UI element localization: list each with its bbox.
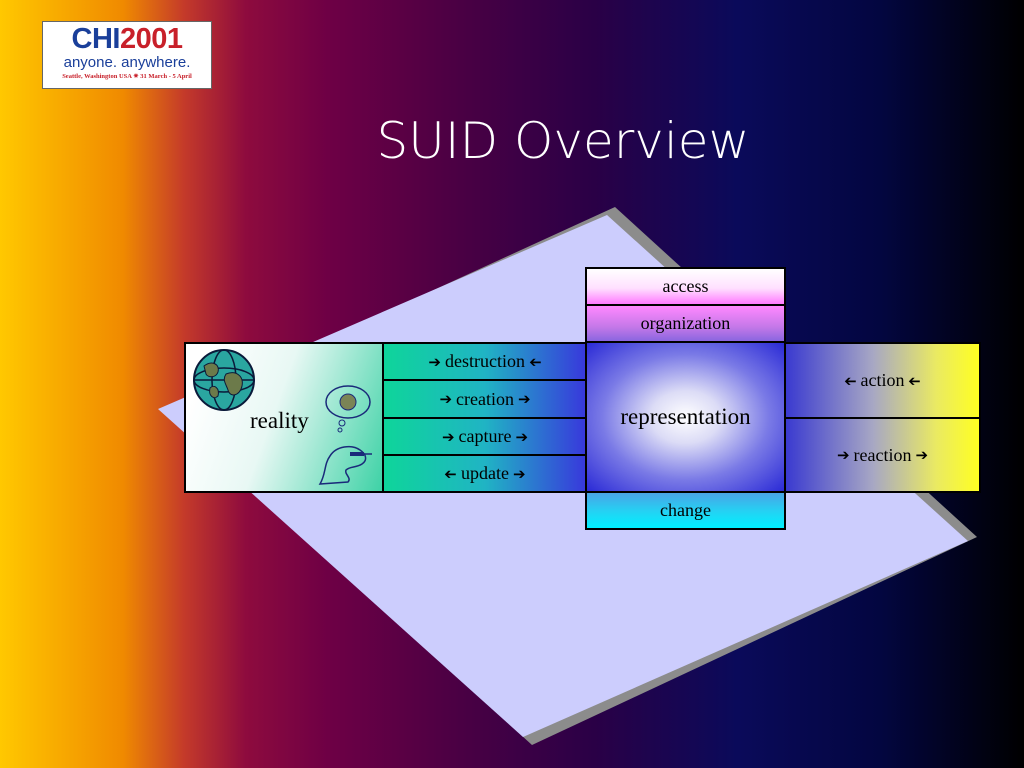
arrow-left-icon: ➔ <box>843 371 857 390</box>
organization-label: organization <box>640 313 731 333</box>
arrow-left-icon: ➔ <box>528 352 542 371</box>
reality-box: reality <box>184 342 384 493</box>
logo-wordmark: CHI2001 <box>43 24 211 54</box>
arrow-right-icon: ➔ <box>836 446 850 464</box>
destruction-label: destruction <box>445 351 525 371</box>
creation-label: creation <box>456 388 514 409</box>
slide-title: SUID Overview <box>376 112 750 170</box>
destruction-box: ➔ destruction ➔ <box>382 342 588 381</box>
representation-label: representation <box>620 404 751 429</box>
change-label: change <box>660 500 711 520</box>
creation-box: ➔ creation ➔ <box>382 379 588 419</box>
arrow-right-icon: ➔ <box>439 390 453 408</box>
logo-place: Seattle, Washington USA ✷ 31 March - 5 A… <box>62 73 192 80</box>
arrow-left-icon: ➔ <box>908 371 922 390</box>
update-box: ➔ update ➔ <box>382 454 588 493</box>
arrow-right-icon: ➔ <box>515 427 529 446</box>
reaction-box: ➔ reaction ➔ <box>784 417 981 493</box>
chi2001-logo: CHI2001 anyone. anywhere. Seattle, Washi… <box>42 21 212 89</box>
arrow-left-icon: ➔ <box>444 464 457 483</box>
logo-tagline: anyone. anywhere. <box>63 54 191 71</box>
reality-label: reality <box>250 408 309 433</box>
action-label: action <box>860 370 905 390</box>
arrow-right-icon: ➔ <box>512 464 526 483</box>
thinking-person-icon <box>318 385 372 485</box>
access-box: access <box>585 267 786 306</box>
arrow-right-icon: ➔ <box>915 446 929 464</box>
change-box: change <box>585 491 786 530</box>
arrow-right-icon: ➔ <box>441 427 455 446</box>
reaction-label: reaction <box>853 444 912 465</box>
globe-icon <box>193 349 255 411</box>
logo-chi: CHI <box>71 23 121 55</box>
representation-box: representation <box>585 341 786 493</box>
logo-year: 2001 <box>119 23 183 55</box>
organization-box: organization <box>585 304 786 343</box>
capture-box: ➔ capture ➔ <box>382 417 588 456</box>
arrow-right-icon: ➔ <box>517 390 531 408</box>
action-box: ➔ action ➔ <box>784 342 981 419</box>
arrow-right-icon: ➔ <box>428 352 441 371</box>
update-label: update <box>461 463 509 483</box>
access-label: access <box>662 276 709 296</box>
capture-label: capture <box>458 426 512 446</box>
